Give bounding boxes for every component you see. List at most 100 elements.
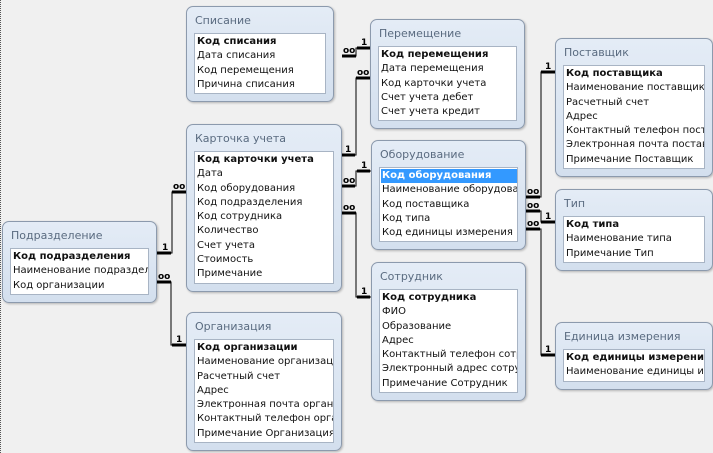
- rel-sotrudnik-kartochka[interactable]: [342, 212, 371, 298]
- many-cardinality-label: oo: [173, 182, 185, 192]
- table-field[interactable]: Примечание Поставщик: [566, 153, 694, 165]
- table-field[interactable]: Код сотрудника: [197, 211, 283, 223]
- table-field[interactable]: Контактный телефон организации: [197, 413, 333, 425]
- table-field[interactable]: Наименование единицы измерения: [566, 366, 704, 378]
- primary-key-field[interactable]: Код сотрудника: [382, 292, 477, 303]
- primary-key-field[interactable]: Код списания: [197, 36, 277, 47]
- table-field[interactable]: Наименование организации: [197, 356, 333, 368]
- rel-peremeshchenie-spisanie[interactable]: [342, 47, 371, 57]
- table-field[interactable]: Адрес: [382, 334, 414, 346]
- table-title[interactable]: Сотрудник: [380, 270, 443, 283]
- rel-organizaciya-podrazdelenie[interactable]: [157, 281, 186, 346]
- table-field[interactable]: Контактный телефон поставщика: [566, 125, 704, 137]
- primary-key-field[interactable]: Код оборудования: [381, 169, 517, 184]
- one-cardinality-label: 1: [545, 62, 551, 72]
- table-field[interactable]: Код типа: [382, 212, 431, 224]
- primary-key-field[interactable]: Код типа: [566, 219, 620, 230]
- rel-podrazdelenie-kartochka[interactable]: [157, 191, 186, 254]
- table-field[interactable]: Примечание Тип: [566, 247, 654, 259]
- many-cardinality-label: oo: [343, 203, 355, 213]
- table-title[interactable]: Единица измерения: [564, 330, 681, 343]
- table-field[interactable]: Адрес: [566, 110, 598, 122]
- table-field[interactable]: Электронный адрес сотрудника: [382, 363, 517, 375]
- table-field[interactable]: Контактный телефон сотрудника: [382, 349, 517, 361]
- table-field[interactable]: Наименование типа: [566, 233, 672, 245]
- table-field[interactable]: Дата: [197, 168, 223, 180]
- table-title[interactable]: Тип: [564, 197, 586, 210]
- table-field[interactable]: Наименование поставщика: [566, 82, 704, 94]
- table-field[interactable]: Наименование подразделения: [13, 265, 148, 277]
- one-cardinality-label: 1: [361, 287, 367, 297]
- table-field[interactable]: Код перемещения: [197, 64, 294, 76]
- table-field[interactable]: Электронная почта организации: [197, 399, 333, 411]
- table-field[interactable]: ФИО: [382, 306, 406, 318]
- table-title[interactable]: Организация: [195, 320, 272, 333]
- primary-key-field[interactable]: Код единицы измерения: [566, 352, 704, 363]
- rel-edinica-oborudovanie[interactable]: [526, 228, 555, 356]
- one-cardinality-label: 1: [545, 345, 551, 355]
- table-title[interactable]: Поставщик: [564, 46, 629, 59]
- primary-key-field[interactable]: Код подразделения: [13, 251, 131, 262]
- table-field[interactable]: Расчетный счет: [197, 370, 281, 382]
- primary-key-field[interactable]: Код поставщика: [566, 68, 663, 79]
- primary-key-field[interactable]: Код карточки учета: [197, 154, 314, 165]
- primary-key-field[interactable]: Код организации: [197, 342, 298, 353]
- one-cardinality-label: 1: [162, 243, 168, 253]
- table-title[interactable]: Карточка учета: [195, 132, 286, 145]
- table-field[interactable]: Адрес: [197, 384, 229, 396]
- table-field[interactable]: Наименование оборудования: [382, 184, 517, 196]
- table-field[interactable]: Примечание: [197, 268, 263, 280]
- rel-kartochka-peremeshchenie[interactable]: [342, 77, 371, 156]
- table-field[interactable]: Код подразделения: [197, 196, 303, 208]
- table-field[interactable]: Расчетный счет: [566, 96, 650, 108]
- table-field[interactable]: Образование: [382, 320, 452, 332]
- table-field[interactable]: Код единицы измерения: [382, 227, 513, 239]
- table-title[interactable]: Списание: [195, 14, 251, 27]
- rel-tip-oborudovanie[interactable]: [526, 210, 555, 223]
- table-field[interactable]: Счет учета: [197, 239, 255, 251]
- table-field[interactable]: Стоимость: [197, 254, 254, 266]
- table-field[interactable]: Количество: [197, 225, 259, 237]
- table-field[interactable]: Причина списания: [197, 78, 295, 90]
- primary-key-field[interactable]: Код перемещения: [381, 49, 489, 60]
- table-title[interactable]: Перемещение: [379, 27, 462, 40]
- table-field[interactable]: Примечание Сотрудник: [382, 377, 508, 389]
- table-field[interactable]: Код поставщика: [382, 198, 470, 210]
- many-cardinality-label: oo: [343, 176, 355, 186]
- table-field[interactable]: Счет учета кредит: [381, 106, 480, 118]
- table-title[interactable]: Оборудование: [380, 148, 465, 161]
- table-field[interactable]: Код оборудования: [197, 182, 296, 194]
- table-field[interactable]: Электронная почта поставщика: [566, 139, 704, 151]
- table-field[interactable]: Примечание Организация: [197, 427, 333, 439]
- many-cardinality-label: oo: [343, 46, 355, 56]
- rel-postavshchik-oborudovanie[interactable]: [526, 71, 555, 198]
- table-field[interactable]: Счет учета дебет: [381, 91, 474, 103]
- table-field[interactable]: Дата списания: [197, 50, 276, 62]
- table-field[interactable]: Дата перемещения: [381, 63, 484, 75]
- table-field[interactable]: Код организации: [13, 279, 105, 291]
- table-field[interactable]: Код карточки учета: [381, 77, 487, 89]
- table-title[interactable]: Подразделение: [11, 229, 103, 242]
- rel-oborudovanie-kartochka[interactable]: [342, 170, 371, 187]
